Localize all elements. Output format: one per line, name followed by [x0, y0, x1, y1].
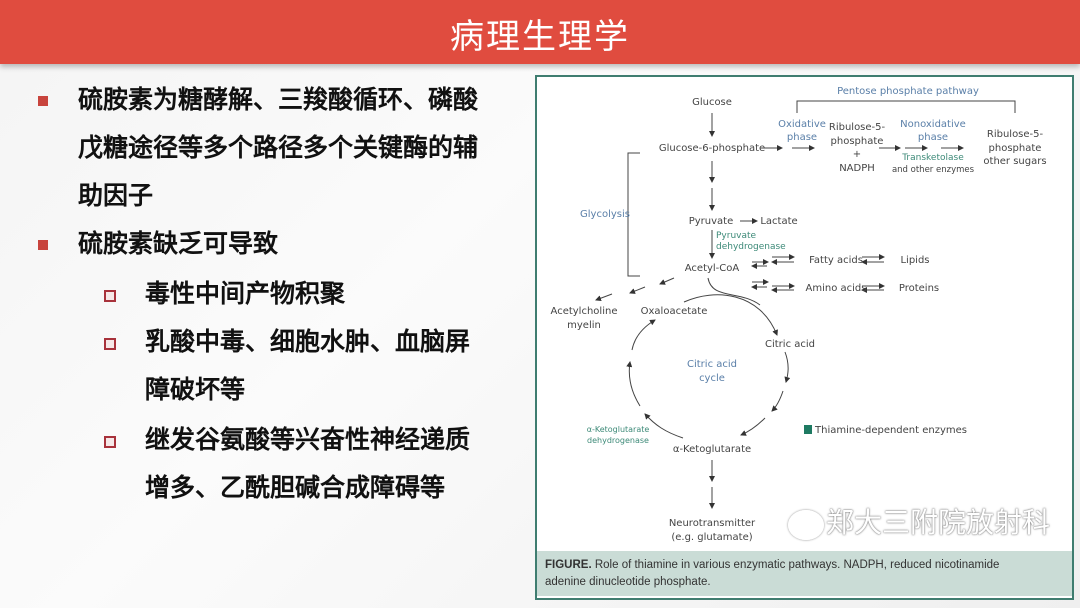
label-pentose: Pentose phosphate pathway: [837, 86, 979, 97]
bullet-line: 硫胺素为糖酵解、三羧酸循环、磷酸: [78, 85, 479, 114]
label-akg: α-Ketoglutarate: [673, 444, 751, 455]
label-amino-acids: Amino acids: [806, 283, 867, 294]
label-neurotransmitter: (e.g. glutamate): [671, 532, 752, 543]
label-akgdh: dehydrogenase: [587, 436, 649, 445]
label-g6p: Glucose-6-phosphate: [659, 143, 765, 154]
bullet-line: 增多、乙酰胆碱合成障碍等: [145, 473, 446, 502]
label-nonoxidative: Nonoxidative: [900, 119, 966, 130]
caption-text: Role of thiamine in various enzymatic pa…: [594, 559, 1000, 571]
label-ribulose-2: other sugars: [983, 156, 1046, 167]
label-citric-acid: Citric acid: [765, 339, 815, 350]
label-akgdh: α-Ketoglutarate: [587, 425, 650, 434]
figure-caption: FIGURE. Role of thiamine in various enzy…: [545, 557, 1067, 591]
label-nadph: NADPH: [839, 163, 875, 174]
bullet-line: 戊糖途径等多个路径多个关键酶的辅: [78, 133, 479, 162]
pathway-diagram: Pentose phosphate pathway Glucose Glucos…: [551, 86, 1047, 543]
sub-bullet-icon: [104, 436, 116, 448]
label-ribulose-2: phosphate: [989, 143, 1042, 154]
bullet-square-icon: [38, 240, 48, 250]
label-pyruvate: Pyruvate: [689, 216, 734, 227]
label-proteins: Proteins: [899, 283, 939, 294]
label-lipids: Lipids: [900, 255, 929, 266]
bullet-text: 硫胺素缺乏可导致: [78, 229, 279, 258]
label-myelin: myelin: [567, 320, 601, 331]
bullet-line: 乳酸中毒、细胞水肿、血脑屏: [145, 327, 471, 356]
bullet-line: 障破坏等: [145, 375, 246, 404]
label-oxidative: phase: [787, 132, 817, 143]
label-glucose: Glucose: [692, 97, 732, 108]
caption-line: FIGURE. Role of thiamine in various enzy…: [545, 557, 1067, 574]
legend-label: Thiamine-dependent enzymes: [814, 425, 967, 436]
label-ribulose: Ribulose-5-: [829, 122, 886, 133]
label-lactate: Lactate: [760, 216, 797, 227]
label-ribulose: +: [853, 149, 861, 160]
bullet-line: 继发谷氨酸等兴奋性神经递质: [145, 425, 471, 454]
wechat-icon: [788, 510, 824, 540]
bullet-square-icon: [38, 96, 48, 106]
label-glycolysis: Glycolysis: [580, 209, 630, 220]
bullet-text: 硫胺素为糖酵解、三羧酸循环、磷酸戊糖途径等多个路径多个关键酶的辅助因子: [78, 76, 478, 220]
label-nonoxidative: phase: [918, 132, 948, 143]
watermark: 郑大三附院放射科: [826, 506, 1051, 539]
label-pdh: dehydrogenase: [716, 242, 786, 252]
sub-bullet-icon: [104, 338, 116, 350]
arrows: [595, 100, 1016, 509]
slide-title: 病理生理学: [450, 17, 630, 57]
title-bar: 病理生理学: [0, 0, 1080, 64]
caption-line: adenine dinucleotide phosphate.: [545, 576, 711, 588]
label-acetylcoa: Acetyl-CoA: [685, 263, 740, 274]
label-oxaloacetate: Oxaloacetate: [641, 306, 708, 317]
label-ribulose: phosphate: [831, 136, 884, 147]
sub-bullet-text: 毒性中间产物积聚: [145, 279, 346, 308]
figure-caption-band: [537, 551, 1072, 596]
caption-label: FIGURE.: [545, 559, 592, 571]
label-fatty-acids: Fatty acids: [809, 255, 863, 266]
legend-swatch: [804, 425, 812, 434]
label-cycle: Citric acid: [687, 359, 737, 370]
sub-bullet-text: 乳酸中毒、细胞水肿、血脑屏障破坏等: [145, 318, 470, 414]
label-pdh: Pyruvate: [716, 231, 757, 241]
sub-bullet-icon: [104, 290, 116, 302]
label-ribulose-2: Ribulose-5-: [987, 129, 1044, 140]
label-cycle: cycle: [699, 373, 725, 384]
bullet-line: 助因子: [78, 181, 154, 210]
label-oxidative: Oxidative: [778, 119, 826, 130]
sub-bullet-text: 继发谷氨酸等兴奋性神经递质增多、乙酰胆碱合成障碍等: [145, 416, 470, 512]
label-acetylcholine: Acetylcholine: [551, 306, 618, 317]
label-other-enzymes: and other enzymes: [892, 165, 975, 175]
label-neurotransmitter: Neurotransmitter: [669, 518, 756, 529]
label-transketolase: Transketolase: [901, 153, 964, 163]
